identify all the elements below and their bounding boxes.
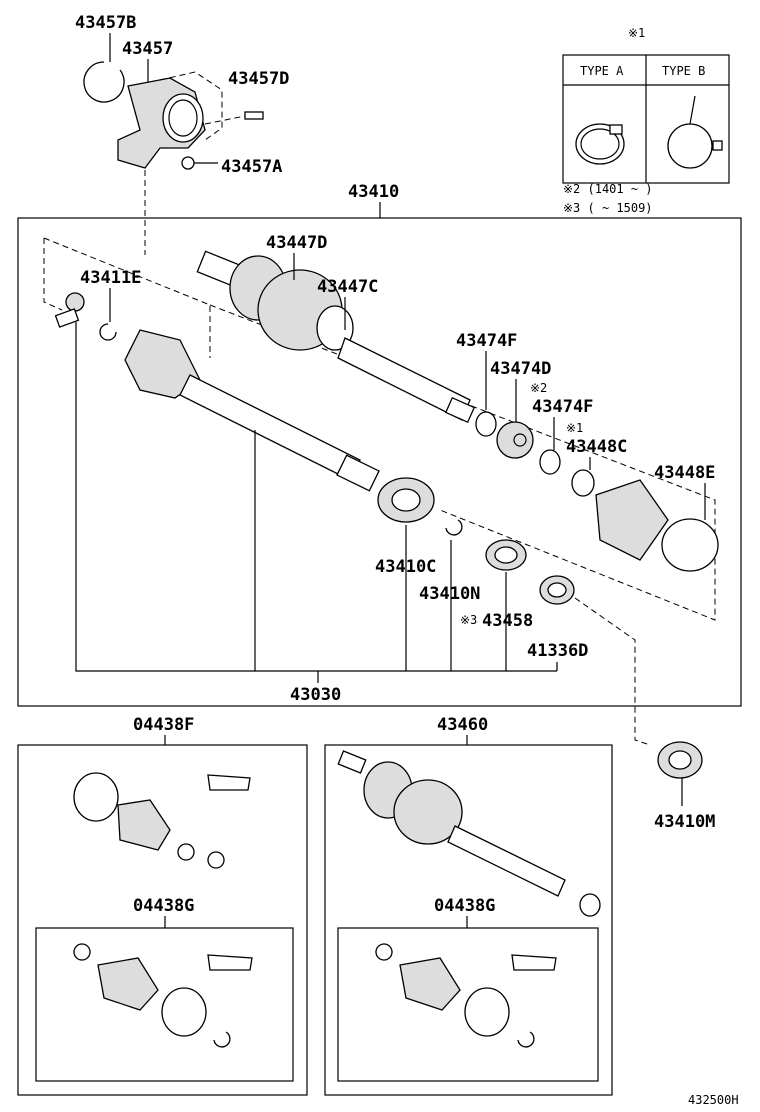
label-43448C: 43448C xyxy=(566,437,627,457)
outer-cv-joint-shaft xyxy=(196,250,476,424)
main-shaft-assembly: 43447D 43447C 43411E 43474F 43474D ※2 43… xyxy=(43,233,719,746)
kit-04438G-left-parts xyxy=(73,943,253,1048)
bolt-43457D xyxy=(204,111,264,125)
note-mark-3: ※3 xyxy=(460,613,477,627)
type-b-clamp-icon xyxy=(667,95,723,169)
assembly-43410-box xyxy=(17,217,742,707)
label-43474D: 43474D xyxy=(490,359,551,379)
legend-type-b-header: TYPE B xyxy=(662,64,705,78)
label-43474F-a: 43474F xyxy=(456,331,517,351)
label-43030: 43030 xyxy=(290,685,341,705)
kit-04438G-right-box xyxy=(337,927,599,1082)
label-43457A: 43457A xyxy=(221,157,282,177)
snap-ring-43457B xyxy=(83,61,125,103)
label-43457B: 43457B xyxy=(75,13,136,33)
boot-43448E xyxy=(595,479,719,572)
legend-type-a-header: TYPE A xyxy=(580,64,624,78)
inboard-joint-shaft xyxy=(124,329,380,492)
label-04438G-right: 04438G xyxy=(434,896,495,916)
bearing-43410M: 43410M xyxy=(654,741,715,832)
note-3-range: ※3 ( ~ 1509) xyxy=(563,201,653,215)
clamp-type-legend: ※1 TYPE A TYPE B ※2 (1401 ~ ) ※3 ( ~ 150… xyxy=(562,26,730,215)
diagram-id: 432500H xyxy=(688,1093,739,1107)
bearing-bracket-group: 43457B 43457 43457D 43457A xyxy=(75,13,289,255)
seal-41336D xyxy=(539,575,575,605)
label-43447C: 43447C xyxy=(317,277,378,297)
label-43474F-b: 43474F xyxy=(532,397,593,417)
kit-04438G-left-box xyxy=(35,927,294,1082)
label-41336D: 41336D xyxy=(527,641,588,661)
label-43457: 43457 xyxy=(122,39,173,59)
label-43448E: 43448E xyxy=(654,463,715,483)
clamp-43474F-lower xyxy=(539,449,561,475)
type-a-clamp-icon xyxy=(575,123,625,165)
damper-43474D xyxy=(496,421,534,459)
label-43410: 43410 xyxy=(348,182,399,202)
label-43411E: 43411E xyxy=(80,268,141,288)
kit-04438F-parts xyxy=(73,772,251,869)
note-mark-2: ※2 xyxy=(530,381,547,395)
kit-04438F-box xyxy=(17,744,308,1096)
bearing-43410C xyxy=(377,477,435,523)
note-2-range: ※2 (1401 ~ ) xyxy=(563,182,653,196)
label-04438F: 04438F xyxy=(133,715,194,735)
kit-43460-box xyxy=(324,744,613,1096)
label-43447D: 43447D xyxy=(266,233,327,253)
seal-43458 xyxy=(485,539,527,571)
clamp-43448C xyxy=(571,469,595,497)
legend-note-mark: ※1 xyxy=(628,26,645,40)
kit-04438G-right-parts xyxy=(375,943,557,1048)
label-43410N: 43410N xyxy=(419,584,480,604)
snap-ring-43410N xyxy=(445,519,463,536)
label-43458: 43458 xyxy=(482,611,533,631)
label-04438G-left: 04438G xyxy=(133,896,194,916)
clamp-43474F-upper xyxy=(475,411,497,437)
label-43457D: 43457D xyxy=(228,69,289,89)
kit-43460-parts xyxy=(337,750,601,917)
label-43460: 43460 xyxy=(437,715,488,735)
label-43410M: 43410M xyxy=(654,812,715,832)
tripod-joint-43411E xyxy=(54,292,117,341)
note-mark-1: ※1 xyxy=(566,421,583,435)
bolt-43457A xyxy=(181,156,218,170)
